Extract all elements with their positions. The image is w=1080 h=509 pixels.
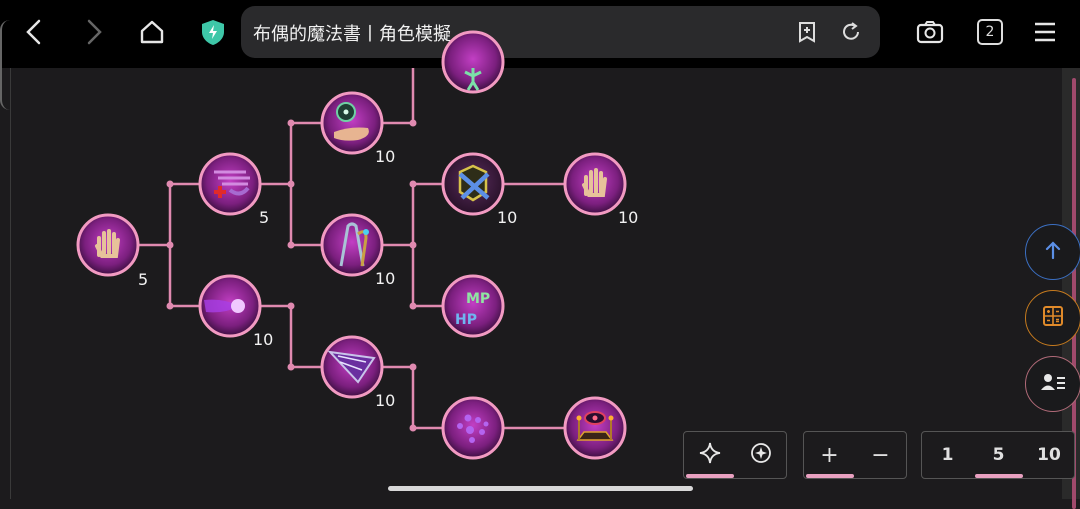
active-indicator xyxy=(975,474,1023,478)
skill-node-hand2[interactable]: 10 xyxy=(563,152,638,227)
compass-mode-button[interactable] xyxy=(735,432,786,478)
shield-icon[interactable] xyxy=(195,14,231,50)
node-level: 5 xyxy=(138,270,148,289)
browser-toolbar: 布偶的魔法書丨角色模擬 2 xyxy=(0,0,1080,68)
skill-node-heal[interactable]: 5 xyxy=(198,152,269,227)
calculator-button[interactable] xyxy=(1025,290,1080,346)
spray-icon xyxy=(457,414,489,443)
skill-node-cast[interactable]: 10 xyxy=(320,91,395,166)
mode-toggle-group xyxy=(683,431,787,479)
figure-icon xyxy=(464,68,482,91)
zoom-group: + − xyxy=(803,431,907,479)
staff-icon xyxy=(339,222,369,267)
skill-node-mphp[interactable]: MP HP xyxy=(441,274,505,338)
energy-orb-icon xyxy=(204,299,245,313)
node-level: 10 xyxy=(253,330,273,349)
menu-icon[interactable] xyxy=(1027,14,1063,50)
forward-icon[interactable] xyxy=(76,14,112,50)
skill-node-cross[interactable]: 10 xyxy=(441,152,517,227)
plus-button[interactable]: + xyxy=(820,442,839,468)
node-level: 10 xyxy=(375,147,395,166)
arrow-up-icon xyxy=(1042,239,1064,265)
skill-node-staff[interactable]: 10 xyxy=(320,213,395,288)
address-bar[interactable]: 布偶的魔法書丨角色模擬 xyxy=(241,6,880,58)
home-indicator[interactable] xyxy=(388,486,693,491)
active-indicator xyxy=(686,474,734,478)
svg-text:HP: HP xyxy=(455,312,477,328)
skill-node-root[interactable]: 5 xyxy=(76,213,148,289)
healing-hand-icon xyxy=(214,170,250,198)
character-card-button[interactable] xyxy=(1025,356,1080,412)
edge-indicator xyxy=(0,20,12,110)
node-level: 10 xyxy=(618,208,638,227)
node-level: 10 xyxy=(375,391,395,410)
camera-icon[interactable] xyxy=(912,14,948,50)
sparkle-icon xyxy=(698,441,722,470)
step-10-button[interactable]: 10 xyxy=(1037,445,1061,465)
tree-junctions xyxy=(166,119,417,432)
hand-icon xyxy=(95,229,120,258)
bookmark-add-icon[interactable] xyxy=(795,20,819,48)
compass-icon xyxy=(749,441,773,470)
skill-node-eye[interactable] xyxy=(563,396,627,460)
tree-connectors xyxy=(139,68,565,430)
skill-node-ray[interactable]: 10 xyxy=(320,335,395,410)
skill-node-top[interactable] xyxy=(441,30,505,94)
home-icon[interactable] xyxy=(134,14,170,50)
node-level: 10 xyxy=(497,208,517,227)
node-level: 5 xyxy=(259,208,269,227)
step-5-button[interactable]: 5 xyxy=(992,445,1005,465)
cross-shield-icon xyxy=(458,164,490,202)
tabs-icon[interactable]: 2 xyxy=(977,19,1003,45)
svg-text:MP: MP xyxy=(466,291,490,307)
minus-button[interactable]: − xyxy=(871,442,890,468)
ray-icon xyxy=(327,350,376,384)
page-title: 布偶的魔法書丨角色模擬 xyxy=(253,24,451,45)
raised-hand-icon xyxy=(582,168,607,197)
casting-hand-icon xyxy=(334,102,369,141)
eye-altar-icon xyxy=(576,411,614,441)
node-level: 10 xyxy=(375,269,395,288)
calculator-icon xyxy=(1041,304,1065,332)
back-icon[interactable] xyxy=(16,14,52,50)
sparkle-mode-button[interactable] xyxy=(684,432,735,478)
active-indicator xyxy=(806,474,854,478)
skill-node-dots[interactable] xyxy=(441,396,505,460)
reload-icon[interactable] xyxy=(839,20,863,48)
step-1-button[interactable]: 1 xyxy=(941,445,954,465)
profile-card-icon xyxy=(1040,371,1066,397)
mp-hp-icon: MP HP xyxy=(455,291,490,328)
skill-node-orb[interactable]: 10 xyxy=(198,274,273,349)
step-group: 1 5 10 xyxy=(921,431,1075,479)
scroll-top-button[interactable] xyxy=(1025,224,1080,280)
